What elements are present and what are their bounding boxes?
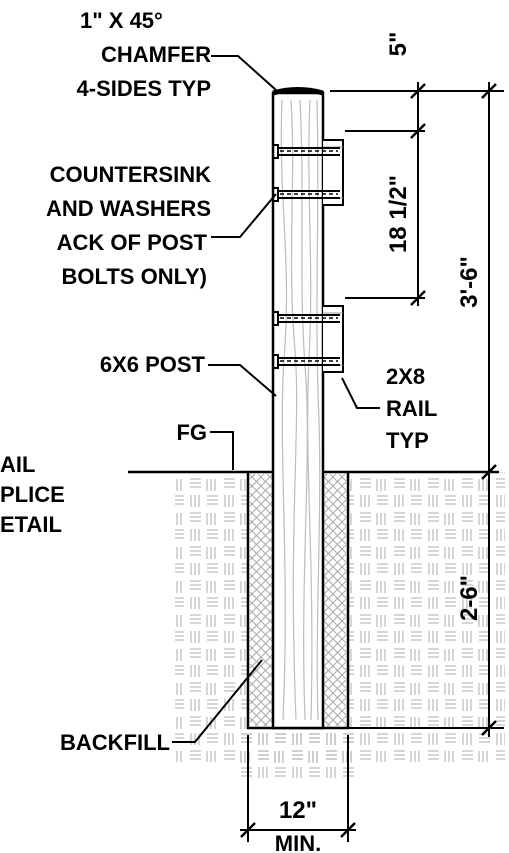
rail-spacing-dimension: 18 1/2": [385, 175, 412, 253]
hole-width-note: MIN.: [275, 831, 321, 853]
rail-label-line3: TYP: [386, 428, 429, 453]
hole-width-dimension: 12": [279, 797, 317, 824]
soil-hatch-bottom: [235, 728, 360, 778]
post: [271, 87, 325, 730]
rail-label-line1: 2X8: [386, 364, 425, 389]
rail-splice-label-line1: AIL: [0, 452, 35, 477]
backfill-label: BACKFILL: [60, 730, 170, 755]
fg-leader: [210, 431, 234, 470]
dimension-lines: [240, 82, 504, 842]
countersink-label-line3: ACK OF POST: [57, 230, 208, 255]
below-grade-dimension: 2-6": [456, 575, 483, 621]
backfill-right: [323, 474, 346, 726]
rail-label-line2: RAIL: [386, 396, 437, 421]
rail-splice-label-line3: ETAIL: [0, 512, 62, 537]
chamfer-label-line1: 1" X 45°: [80, 8, 163, 33]
backfill-leader: [172, 659, 263, 743]
post-leader: [208, 364, 277, 397]
post-label: 6X6 POST: [100, 352, 206, 377]
above-grade-dimension: 3'-6": [456, 256, 483, 308]
bolts: [273, 144, 340, 369]
rail-leader: [341, 377, 380, 409]
chamfer-label-line2: CHAMFER: [101, 42, 211, 67]
top-offset-dimension: 5": [385, 32, 412, 57]
countersink-label-line2: AND WASHERS: [46, 196, 211, 221]
chamfer-leader: [211, 55, 277, 91]
countersink-leader: [211, 193, 277, 238]
rail-splice-label-line2: PLICE: [0, 482, 65, 507]
fg-label: FG: [176, 420, 207, 445]
backfill-left: [250, 474, 273, 726]
countersink-label-line4: BOLTS ONLY): [62, 264, 207, 289]
countersink-label-line1: COUNTERSINK: [50, 162, 211, 187]
upper-rail: [323, 139, 344, 206]
chamfer-label-line3: 4-SIDES TYP: [77, 76, 211, 101]
